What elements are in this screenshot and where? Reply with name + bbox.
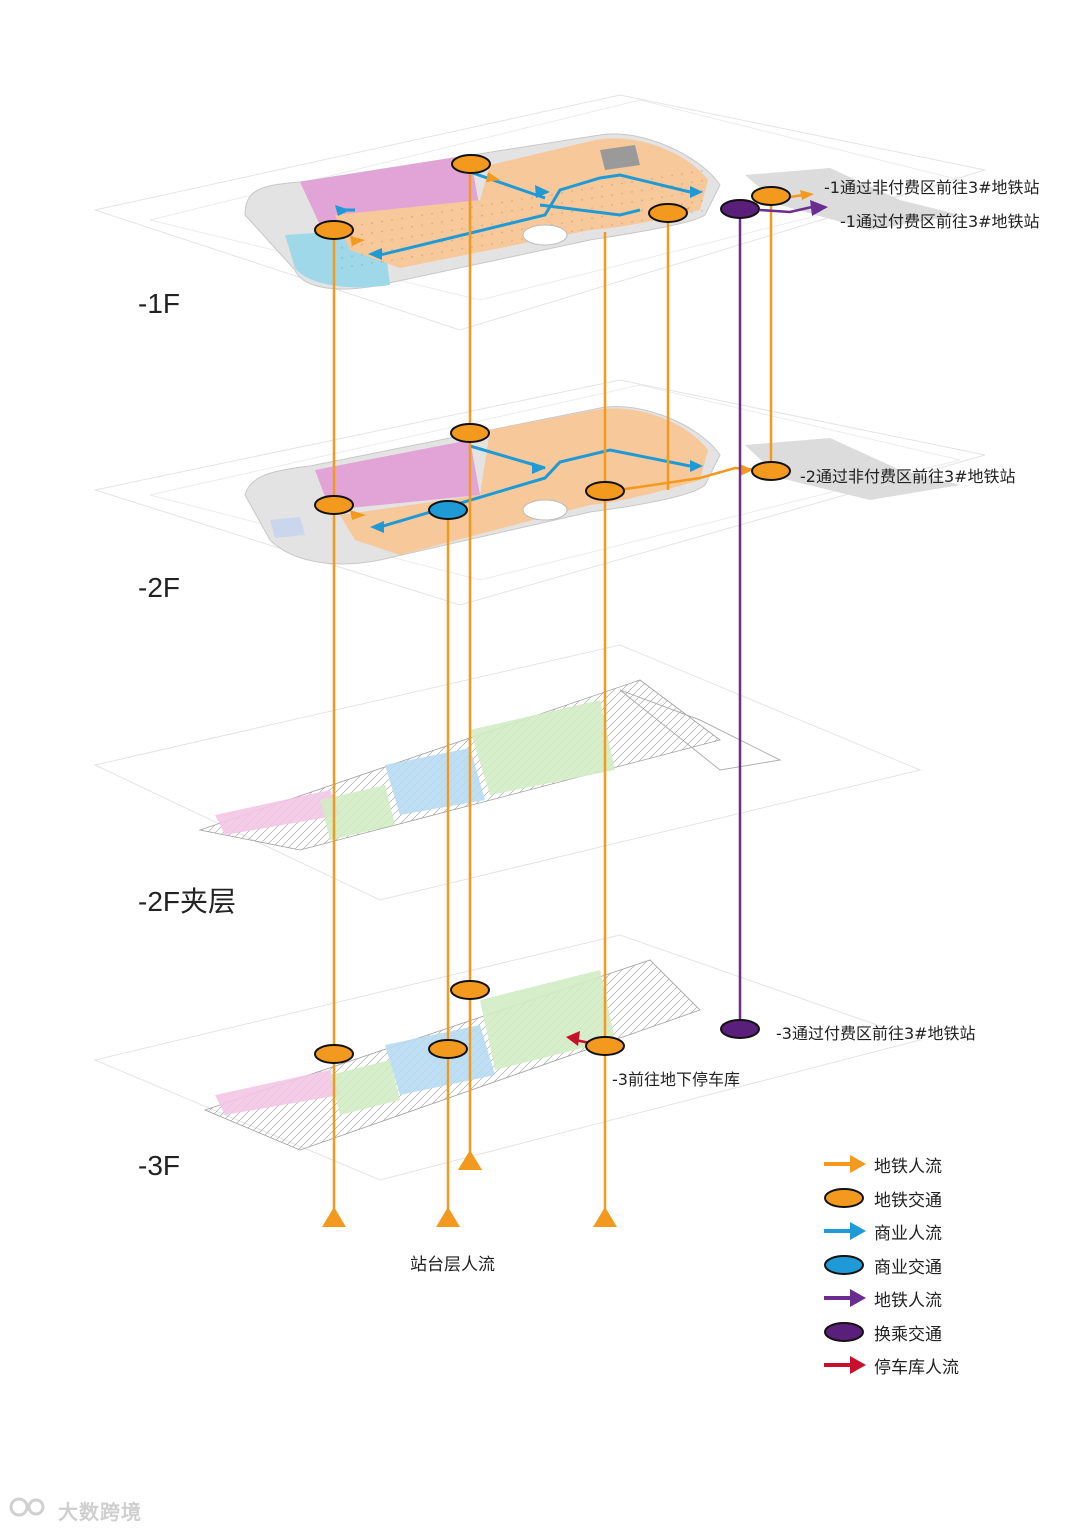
transfer-flow-arrow-icon <box>824 1289 866 1307</box>
legend: 地铁人流 地铁交通 商业人流 商业交通 地铁人流 换乘交通 停车库人流 <box>822 1148 1022 1383</box>
metro-node-f1-right <box>648 203 688 223</box>
metro-node-f1-left <box>314 220 354 240</box>
metro-node-f2-east <box>751 461 791 481</box>
floor-plate-f2m <box>93 644 922 901</box>
floor-label-f2: -2F <box>138 572 180 603</box>
metro-node-f1-east <box>751 186 791 206</box>
metro-node-f1-top <box>451 154 491 174</box>
legend-item: 地铁人流 <box>822 1282 1022 1316</box>
commerce-node-icon <box>824 1254 864 1275</box>
f2m-zone-green <box>470 700 615 795</box>
transfer-node-f1 <box>720 199 760 219</box>
watermark-text: 大数跨境 <box>58 1500 142 1524</box>
legend-label: 地铁人流 <box>874 1157 942 1177</box>
metro-node-f2-left <box>314 495 354 515</box>
note-f1-paid: -1通过付费区前往3#地铁站 <box>840 212 1040 231</box>
legend-label: 商业人流 <box>874 1224 942 1244</box>
floor-label-f2m: -2F夹层 <box>138 886 237 917</box>
node-group <box>314 154 791 1064</box>
note-f2-nonpaid: -2通过非付费区前往3#地铁站 <box>800 467 1016 486</box>
note-f1-nonpaid: -1通过非付费区前往3#地铁站 <box>824 178 1040 197</box>
f2m-zone-pink <box>215 790 340 835</box>
f2-zone-pink <box>315 440 480 510</box>
legend-label: 地铁人流 <box>874 1291 942 1311</box>
note-f3-paid: -3通过付费区前往3#地铁站 <box>776 1024 976 1043</box>
commerce-arrowheads <box>335 185 703 533</box>
f3-zone-blue <box>385 1025 495 1095</box>
metro-node-f2-top <box>450 423 490 443</box>
metro-node-f2-right <box>585 481 625 501</box>
legend-item: 停车库人流 <box>822 1349 1022 1383</box>
floor-plate-f2 <box>93 379 986 606</box>
watermark-logo-icon <box>9 1497 45 1517</box>
floor-label-f1: -1F <box>138 288 180 319</box>
legend-label: 换乘交通 <box>874 1324 942 1345</box>
legend-item: 换乘交通 <box>822 1316 1022 1350</box>
floor-label-f3: -3F <box>138 1150 180 1181</box>
note-f3-parking: -3前往地下停车库 <box>612 1070 740 1089</box>
metro-node-f3-right <box>585 1036 625 1056</box>
commerce-node-f2 <box>428 500 468 520</box>
transfer-node-f3 <box>720 1019 760 1039</box>
metro-node-f3-top <box>450 980 490 1000</box>
parking-flow-arrow-icon <box>824 1356 866 1374</box>
f2m-zone-blue <box>385 748 485 815</box>
legend-item: 地铁交通 <box>822 1182 1022 1216</box>
legend-label: 商业交通 <box>874 1257 942 1278</box>
legend-item: 地铁人流 <box>822 1148 1022 1182</box>
f3-zone-pink <box>215 1070 340 1115</box>
floor-plate-f3 <box>93 934 922 1181</box>
metro-node-icon <box>824 1187 864 1208</box>
legend-label: 地铁交通 <box>874 1190 942 1211</box>
commerce-flow-arrow-icon <box>824 1222 866 1240</box>
f2-zone-orange <box>340 408 708 555</box>
f3-zone-green <box>480 970 615 1070</box>
metro-node-f3-left <box>314 1044 354 1064</box>
metro-flow-arrow-icon <box>824 1155 866 1173</box>
transfer-flow <box>738 200 828 1030</box>
platform-flow-label: 站台层人流 <box>410 1255 495 1275</box>
metro-node-f3-mid <box>428 1039 468 1059</box>
legend-item: 商业交通 <box>822 1249 1022 1283</box>
legend-item: 商业人流 <box>822 1215 1022 1249</box>
legend-label: 停车库人流 <box>874 1358 959 1378</box>
transfer-node-icon <box>824 1321 864 1342</box>
